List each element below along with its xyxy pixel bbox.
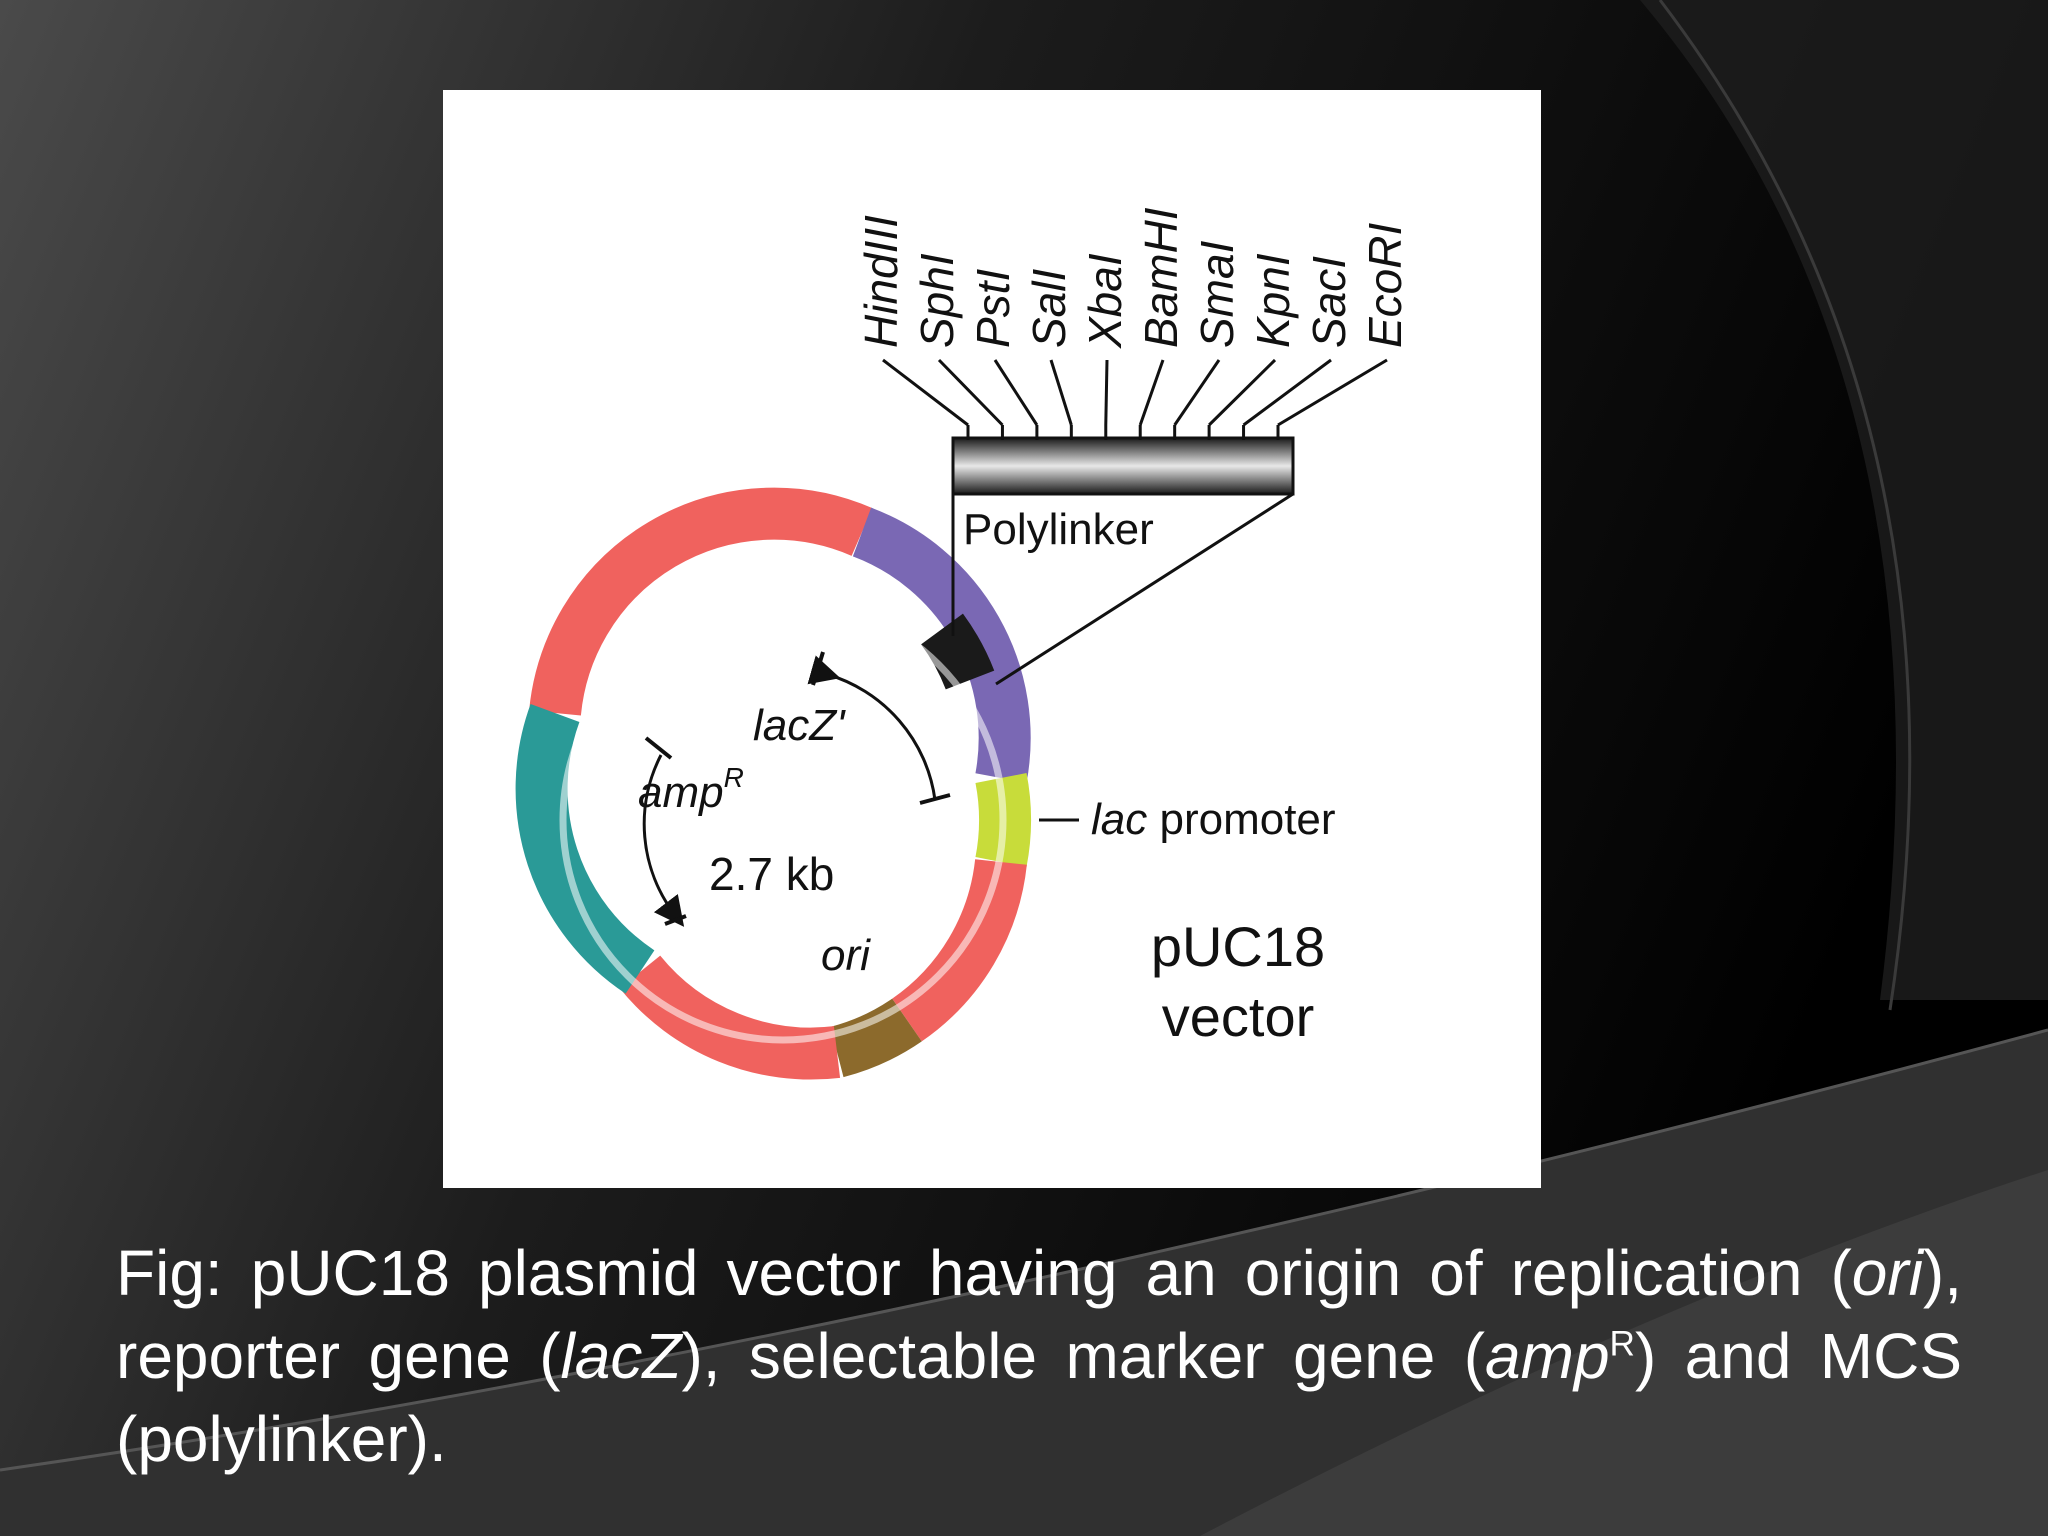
ampr-arrow [642, 754, 685, 927]
polylinker-label: Polylinker [963, 505, 1154, 554]
site-label: HindIII [855, 215, 907, 348]
site-leader-line [1049, 359, 1073, 426]
vector-name: pUC18 [1151, 915, 1325, 978]
ring-backbone-top [529, 487, 873, 716]
lacz-tick-end [919, 793, 951, 805]
caption-lacz: lacZ [560, 1320, 682, 1392]
ampr-tick-end [664, 914, 687, 926]
ampr-tick-start [644, 736, 673, 760]
plasmid-ring [515, 487, 1031, 1080]
ampr-label-sup: R [724, 762, 744, 793]
polylinker-line-right [995, 492, 1294, 686]
site-leader-line [1208, 358, 1277, 427]
caption-text-2: ), reporter gene ( [116, 1237, 1962, 1392]
site-label: XbaI [1079, 253, 1131, 349]
site-leader-line [937, 358, 1004, 427]
ampr-label-base: amp [638, 768, 724, 817]
plasmid-size-label: 2.7 kb [709, 848, 834, 900]
caption-text-4: ) and MCS (polylinker). [116, 1320, 1963, 1475]
site-label: SphI [911, 253, 963, 348]
ring-lacz-segment [852, 507, 1031, 783]
ampr-label: ampR [638, 762, 744, 817]
figure-caption: Fig: pUC18 plasmid vector having an orig… [116, 1232, 1962, 1481]
caption-ori: ori [1851, 1237, 1923, 1309]
ring-ampr-segment [515, 704, 655, 994]
lacz-tick-start [811, 651, 825, 686]
site-label: SalI [1023, 269, 1075, 348]
site-label: SmaI [1191, 240, 1243, 348]
caption-text-1: Fig: pUC18 plasmid vector having an orig… [116, 1237, 1852, 1309]
site-label: PstI [967, 269, 1019, 348]
caption-amp-sup: R [1609, 1324, 1635, 1364]
vector-word: vector [1162, 985, 1315, 1048]
ring-backbone-bottom [619, 955, 841, 1080]
lacz-arrow [807, 655, 937, 801]
site-label: BamHI [1135, 207, 1187, 348]
site-leader-line [1104, 359, 1109, 426]
site-leader-line [1277, 358, 1388, 427]
polylinker-bar [951, 436, 1295, 496]
site-label: EcoRI [1359, 223, 1411, 348]
site-leader-line [1242, 358, 1332, 427]
site-label: KpnI [1247, 253, 1299, 348]
ring-mcs-segment [920, 613, 995, 690]
lac-promoter-rest: promoter [1147, 795, 1335, 844]
ring-backbone-right [891, 858, 1027, 1042]
lac-promoter-italic: lac [1091, 795, 1147, 844]
ring-ori-segment [829, 998, 922, 1078]
caption-amp: amp [1485, 1320, 1610, 1392]
ori-label: ori [821, 931, 871, 980]
site-leader-line [1138, 359, 1165, 426]
site-leader-line [993, 359, 1039, 426]
site-label: SacI [1303, 256, 1355, 348]
lacz-label: lacZ' [753, 701, 846, 750]
lac-promoter-label: lac promoter [1091, 795, 1336, 844]
site-leader-line [1173, 359, 1221, 426]
site-leader-line [882, 358, 969, 427]
caption-text-3: ), selectable marker gene ( [681, 1320, 1486, 1392]
